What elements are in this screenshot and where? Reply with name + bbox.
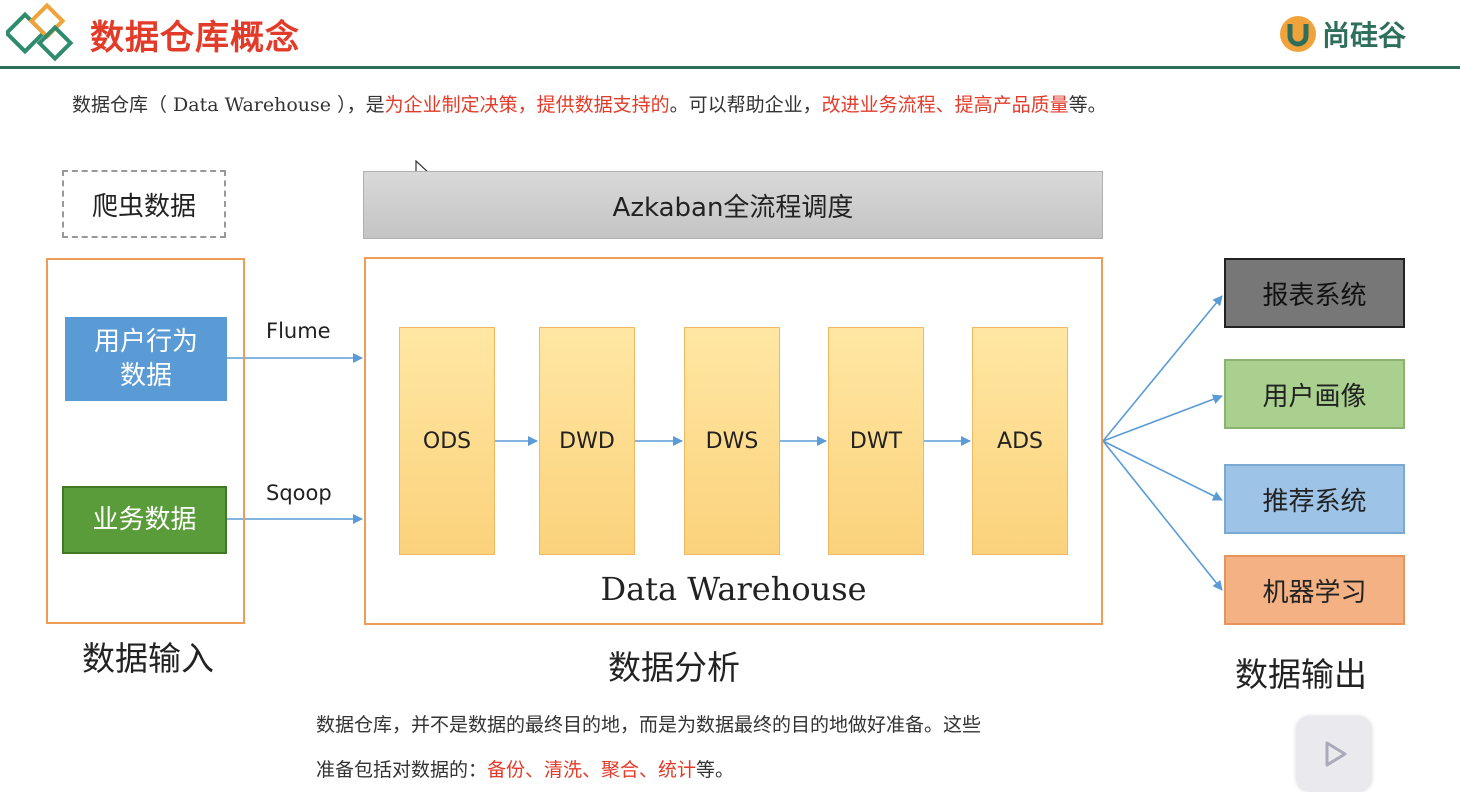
data-warehouse-frame: [364, 257, 1103, 625]
footer-line-2: 准备包括对数据的：备份、清洗、聚合、统计等。: [316, 755, 734, 782]
user-behavior-data-box: 用户行为 数据: [65, 317, 227, 401]
data-input-label: 数据输入: [82, 639, 214, 678]
user-behavior-line-1: 用户行为: [93, 327, 198, 357]
profile-arrow: [1102, 394, 1223, 442]
layer-dwd: DWD: [539, 327, 635, 555]
sqoop-label: Sqoop: [266, 481, 332, 505]
logo-diamonds-icon: [3, 2, 80, 66]
report-system-box: 报表系统: [1224, 258, 1405, 328]
business-data-box: 业务数据: [62, 486, 227, 554]
intro-text: 数据仓库（ Data Warehouse ），是为企业制定决策，提供数据支持的。…: [72, 90, 1107, 117]
data-analysis-label: 数据分析: [608, 648, 740, 687]
intro-part-3: 。可以帮助企业，: [669, 94, 822, 116]
intro-part-5: 等。: [1068, 94, 1107, 116]
data-input-frame: [46, 258, 245, 624]
brand-u-icon: [1278, 14, 1318, 54]
flume-label: Flume: [266, 319, 331, 343]
azkaban-scheduler-bar: Azkaban全流程调度: [363, 171, 1103, 239]
layer-dws: DWS: [684, 327, 780, 555]
layer-ads: ADS: [972, 327, 1068, 555]
data-warehouse-caption: Data Warehouse: [600, 570, 867, 608]
footer-line-2-suffix: 等。: [696, 759, 735, 781]
intro-part-1: 数据仓库（ Data Warehouse ），是: [72, 94, 385, 116]
ml-arrow: [1102, 440, 1223, 591]
layer-dwt: DWT: [828, 327, 924, 555]
play-button[interactable]: [1296, 716, 1372, 792]
report-arrow: [1102, 295, 1223, 442]
play-icon: [1325, 741, 1347, 767]
intro-highlight-1: 为企业制定决策，提供数据支持的: [384, 94, 670, 116]
layer-ods: ODS: [399, 327, 495, 555]
crawler-data-box: 爬虫数据: [62, 170, 226, 238]
recommendation-system-box: 推荐系统: [1224, 464, 1405, 534]
footer-line-1: 数据仓库，并不是数据的最终目的地，而是为数据最终的目的地做好准备。这些: [316, 714, 982, 736]
page-title: 数据仓库概念: [90, 18, 300, 58]
user-behavior-line-2: 数据: [119, 361, 172, 391]
header-divider: [0, 66, 1460, 69]
machine-learning-box: 机器学习: [1224, 555, 1405, 625]
user-profile-box: 用户画像: [1224, 359, 1405, 429]
recommend-arrow: [1102, 440, 1223, 501]
footer-highlight: 备份、清洗、聚合、统计: [487, 759, 697, 781]
footer-line-2-prefix: 准备包括对数据的：: [316, 759, 488, 781]
brand-name: 尚硅谷: [1322, 19, 1407, 52]
intro-highlight-2: 改进业务流程、提高产品质量: [821, 94, 1069, 116]
data-output-label: 数据输出: [1235, 655, 1367, 694]
